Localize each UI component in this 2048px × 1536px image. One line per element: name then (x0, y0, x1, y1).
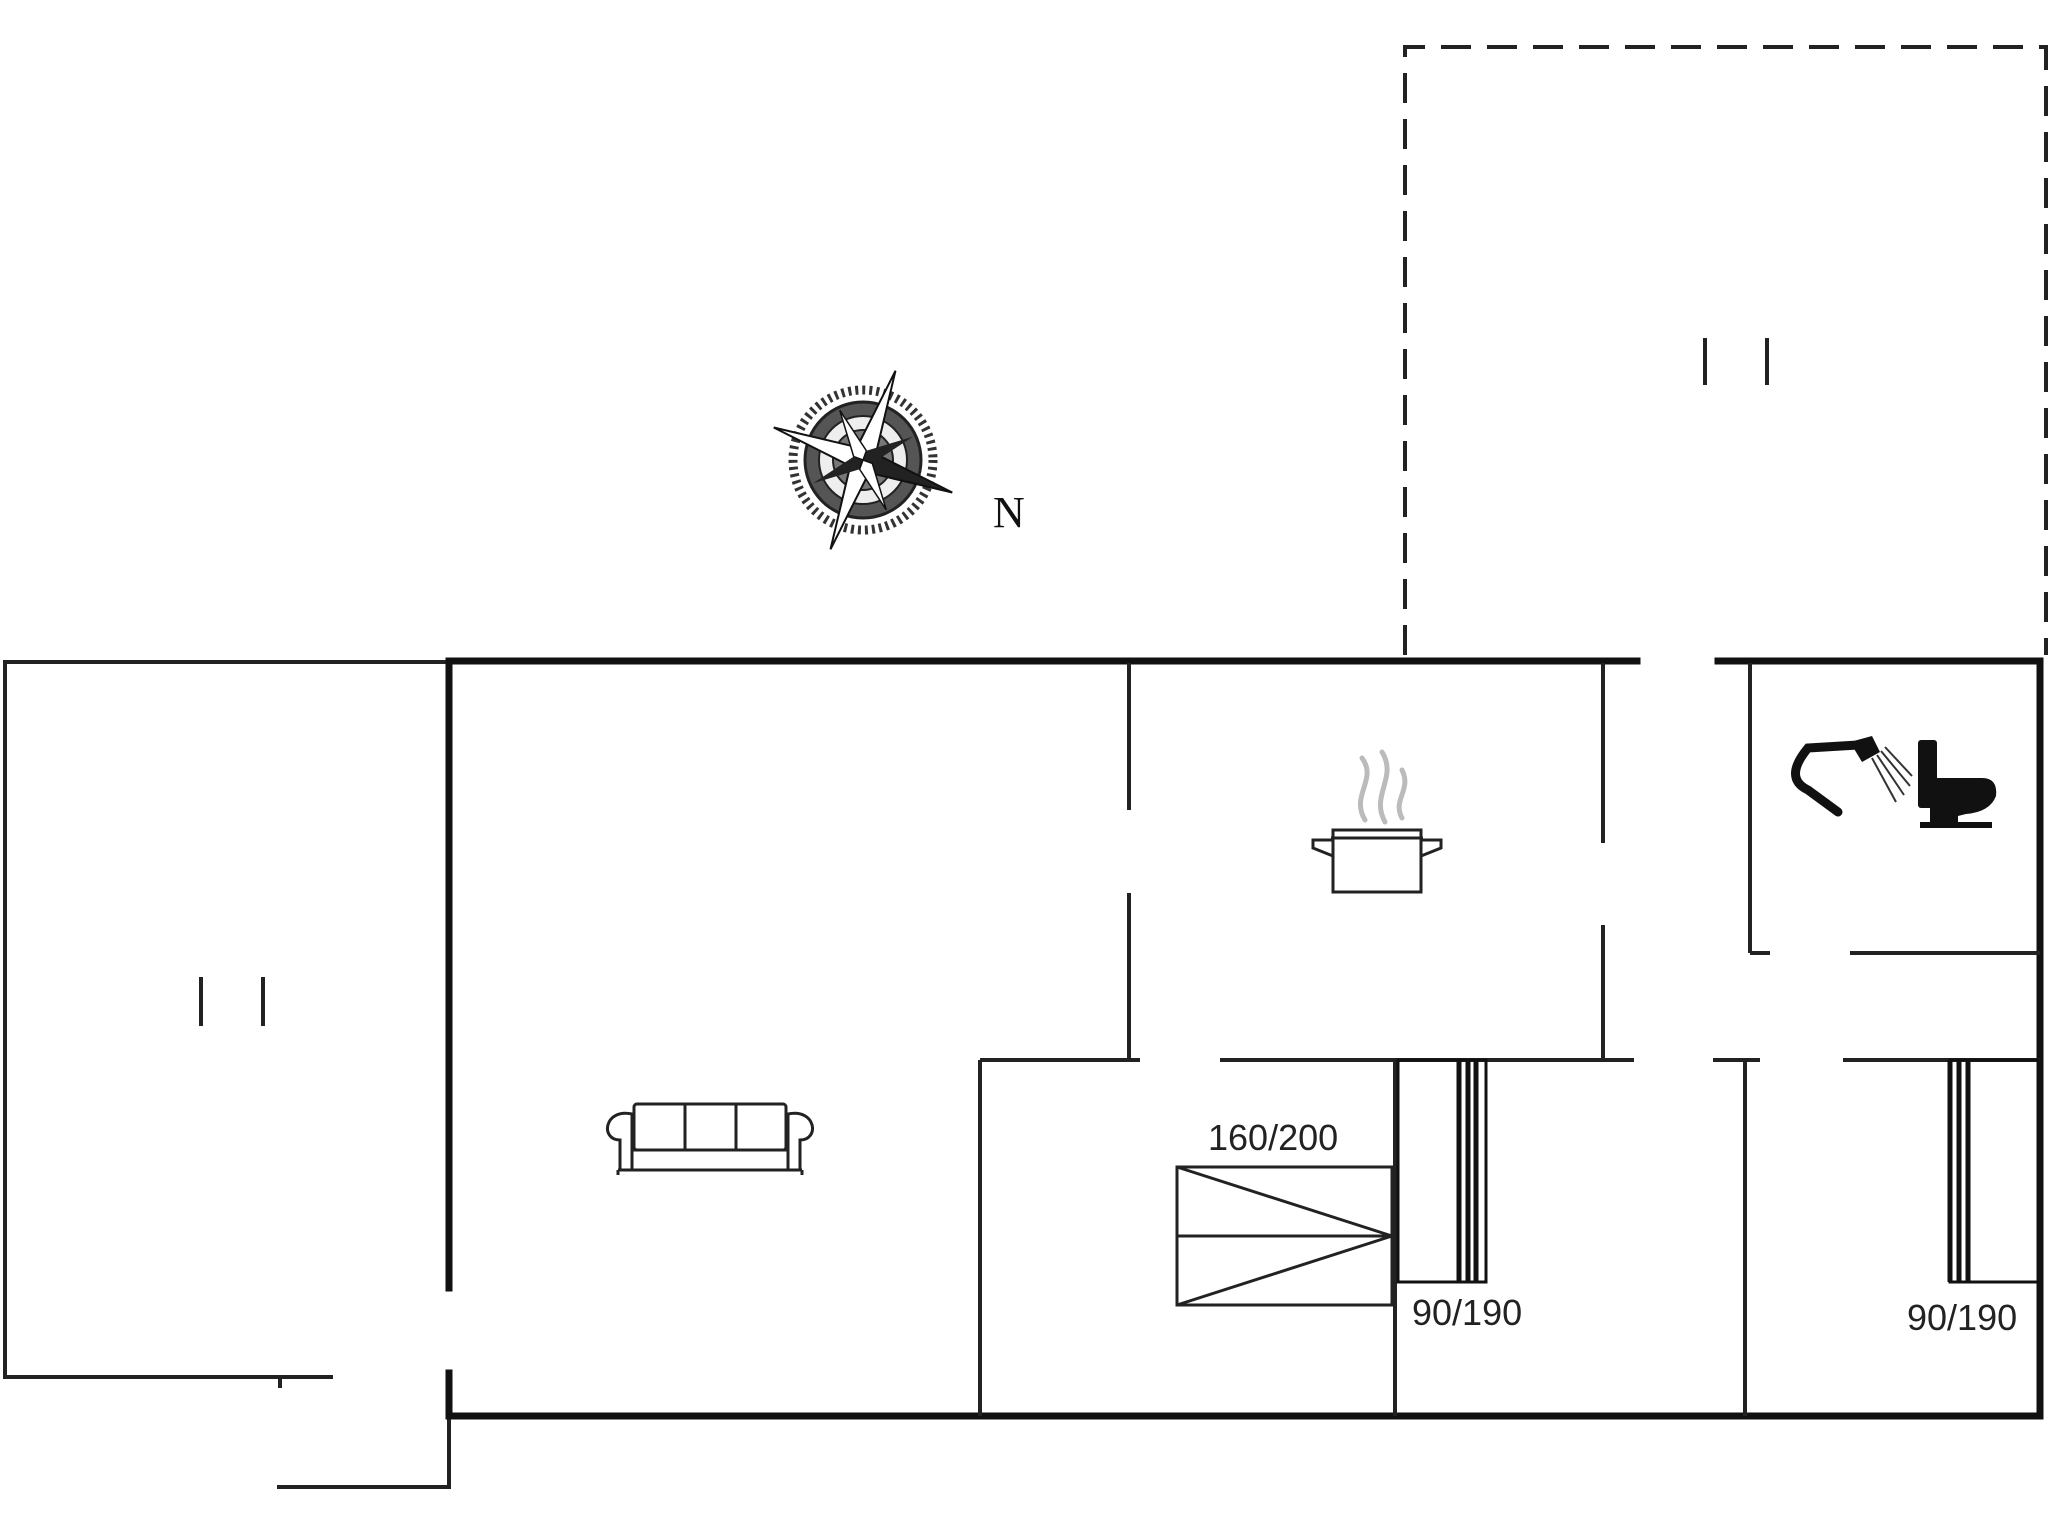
terrace-marker (1703, 338, 1769, 385)
single-bed-1-size-label: 90/190 (1412, 1292, 1522, 1333)
terrace-outline (1403, 45, 2048, 655)
toilet-icon (1918, 740, 1997, 828)
sofa-icon (606, 1102, 814, 1175)
outer-walls (445, 657, 2044, 1420)
single-bed-2-size-label: 90/190 (1907, 1297, 2017, 1338)
annex-marker (199, 977, 265, 1026)
annex-outline (3, 660, 449, 1379)
double-bed-icon (1175, 1165, 1394, 1307)
single-bed-icon (1947, 1058, 2040, 1284)
single-bed-icon (1396, 1058, 1488, 1284)
entrance-step (277, 1377, 451, 1489)
shower-icon (1791, 736, 1913, 817)
cooking-pot-icon (1311, 749, 1443, 894)
double-bed-size-label: 160/200 (1208, 1117, 1338, 1158)
north-label: N (993, 488, 1025, 537)
compass-rose-icon (773, 370, 953, 550)
